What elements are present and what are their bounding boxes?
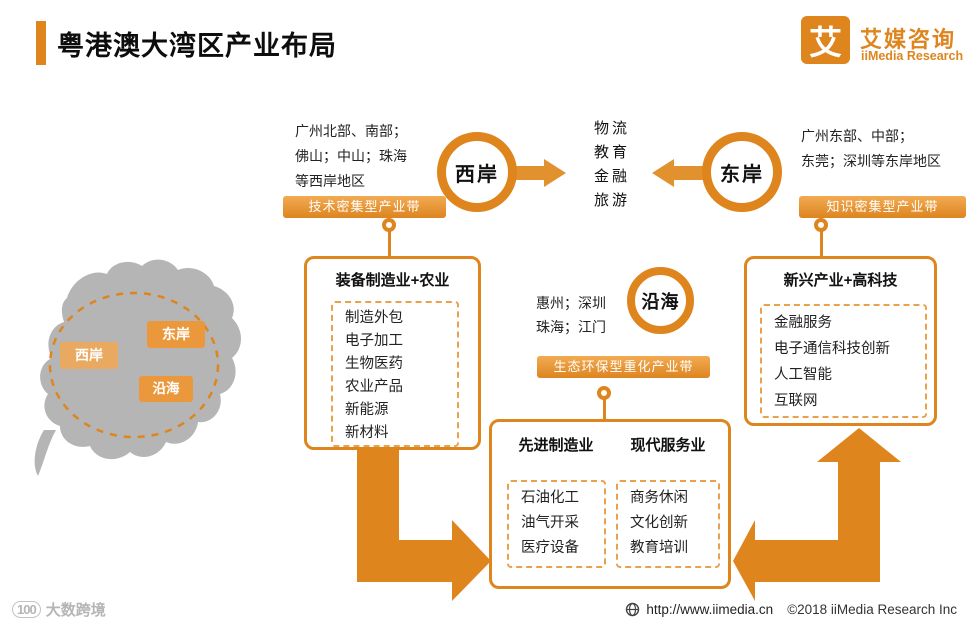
- copyright-text: ©2018 iiMedia Research Inc: [787, 602, 957, 617]
- west-region-description: 广州北部、南部； 佛山；中山；珠海 等西岸地区: [295, 119, 447, 194]
- east-panel-item-list: 金融服务 电子通信科技创新 人工智能 互联网: [760, 304, 927, 418]
- east-panel-item: 互联网: [774, 393, 818, 409]
- west-connector-line: [388, 230, 391, 258]
- bottom-panel-item: 油气开采: [521, 515, 579, 531]
- east-desc-line: 东莞；深圳等东岸地区: [801, 153, 941, 169]
- bottom-panel-right-item-list: 商务休闲 文化创新 教育培训: [616, 480, 720, 568]
- watermark-logo-icon: 100: [12, 601, 41, 618]
- coastal-connector-dot: [597, 386, 611, 400]
- coastal-desc-line: 惠州；深圳: [536, 295, 606, 311]
- center-functions-list: 物流 教育 金融 旅游: [580, 117, 644, 213]
- arrow-east-to-center-icon: [652, 159, 704, 187]
- west-panel-item: 农业产品: [345, 379, 403, 395]
- coastal-circle: 沿海: [627, 267, 694, 334]
- west-panel-item: 制造外包: [345, 310, 403, 326]
- bottom-panel-item: 石油化工: [521, 490, 579, 506]
- arrow-westbox-to-bottombox-icon: [357, 450, 491, 601]
- watermark-text: 大数跨境: [45, 602, 106, 619]
- page-title: 粤港澳大湾区产业布局: [57, 31, 337, 61]
- west-circle: 西岸: [437, 132, 517, 212]
- map-peninsula-shape: [34, 430, 56, 476]
- east-panel-item: 金融服务: [774, 315, 832, 331]
- west-desc-line: 佛山；中山；珠海: [295, 148, 407, 164]
- map-label-east: 东岸: [147, 321, 205, 348]
- coastal-ribbon: 生态环保型重化产业带: [537, 356, 710, 378]
- map-label-coastal: 沿海: [139, 376, 193, 402]
- logo-name-cn: 艾媒咨询: [860, 27, 957, 52]
- coastal-industry-panel: 先进制造业 现代服务业 石油化工 油气开采 医疗设备 商务休闲 文化创新 教育培…: [489, 419, 731, 589]
- coastal-connector-line: [603, 398, 606, 420]
- website-url[interactable]: http://www.iimedia.cn: [646, 602, 774, 617]
- bottom-panel-title-right: 现代服务业: [630, 437, 706, 454]
- east-connector-line: [820, 230, 823, 258]
- bottom-panel-item: 商务休闲: [630, 490, 688, 506]
- bottom-panel-left-item-list: 石油化工 油气开采 医疗设备: [507, 480, 606, 568]
- title-accent-bar: [36, 21, 46, 65]
- center-function-item: 教育: [593, 144, 630, 161]
- west-panel-item: 电子加工: [345, 333, 403, 349]
- footer-info: http://www.iimedia.cn ©2018 iiMedia Rese…: [625, 602, 957, 617]
- east-panel-title: 新兴产业+高科技: [783, 272, 898, 289]
- coastal-desc-line: 珠海；江门: [536, 319, 606, 335]
- iimedia-logo-icon: 艾: [801, 16, 850, 64]
- west-desc-line: 广州北部、南部；: [295, 123, 407, 139]
- center-function-item: 金融: [593, 168, 630, 185]
- watermark: 100 大数跨境: [12, 599, 106, 620]
- bottom-panel-title-left: 先进制造业: [518, 437, 594, 454]
- bottom-panel-item: 教育培训: [630, 540, 688, 556]
- east-industry-panel: 新兴产业+高科技 金融服务 电子通信科技创新 人工智能 互联网: [744, 256, 937, 426]
- center-function-item: 旅游: [593, 192, 630, 209]
- west-panel-item: 新能源: [345, 402, 389, 418]
- arrow-west-to-center-icon: [514, 159, 566, 187]
- logo-name-en: iiMedia Research: [861, 49, 964, 63]
- west-panel-item-list: 制造外包 电子加工 生物医药 农业产品 新能源 新材料: [331, 301, 459, 447]
- guangdong-map: [34, 259, 241, 476]
- east-ribbon: 知识密集型产业带: [799, 196, 966, 218]
- coastal-region-description: 惠州；深圳 珠海；江门: [536, 291, 631, 339]
- east-connector-dot: [814, 218, 828, 232]
- link-icon: [626, 602, 640, 617]
- east-panel-item: 人工智能: [774, 367, 832, 383]
- east-desc-line: 广州东部、中部；: [801, 128, 913, 144]
- arrow-bottombox-to-eastbox-icon: [733, 428, 901, 601]
- bottom-panel-item: 医疗设备: [521, 540, 579, 556]
- west-panel-title: 装备制造业+农业: [335, 272, 450, 289]
- east-circle: 东岸: [702, 132, 782, 212]
- west-panel-item: 新材料: [345, 425, 389, 441]
- west-connector-dot: [382, 218, 396, 232]
- center-function-item: 物流: [593, 120, 630, 137]
- east-region-description: 广州东部、中部； 东莞；深圳等东岸地区: [801, 124, 971, 174]
- west-panel-item: 生物医药: [345, 356, 403, 372]
- east-panel-item: 电子通信科技创新: [774, 341, 890, 357]
- west-industry-panel: 装备制造业+农业 制造外包 电子加工 生物医药 农业产品 新能源 新材料: [304, 256, 481, 450]
- west-ribbon: 技术密集型产业带: [283, 196, 446, 218]
- map-label-west: 西岸: [60, 342, 118, 369]
- west-desc-line: 等西岸地区: [295, 173, 365, 189]
- bottom-panel-item: 文化创新: [630, 515, 688, 531]
